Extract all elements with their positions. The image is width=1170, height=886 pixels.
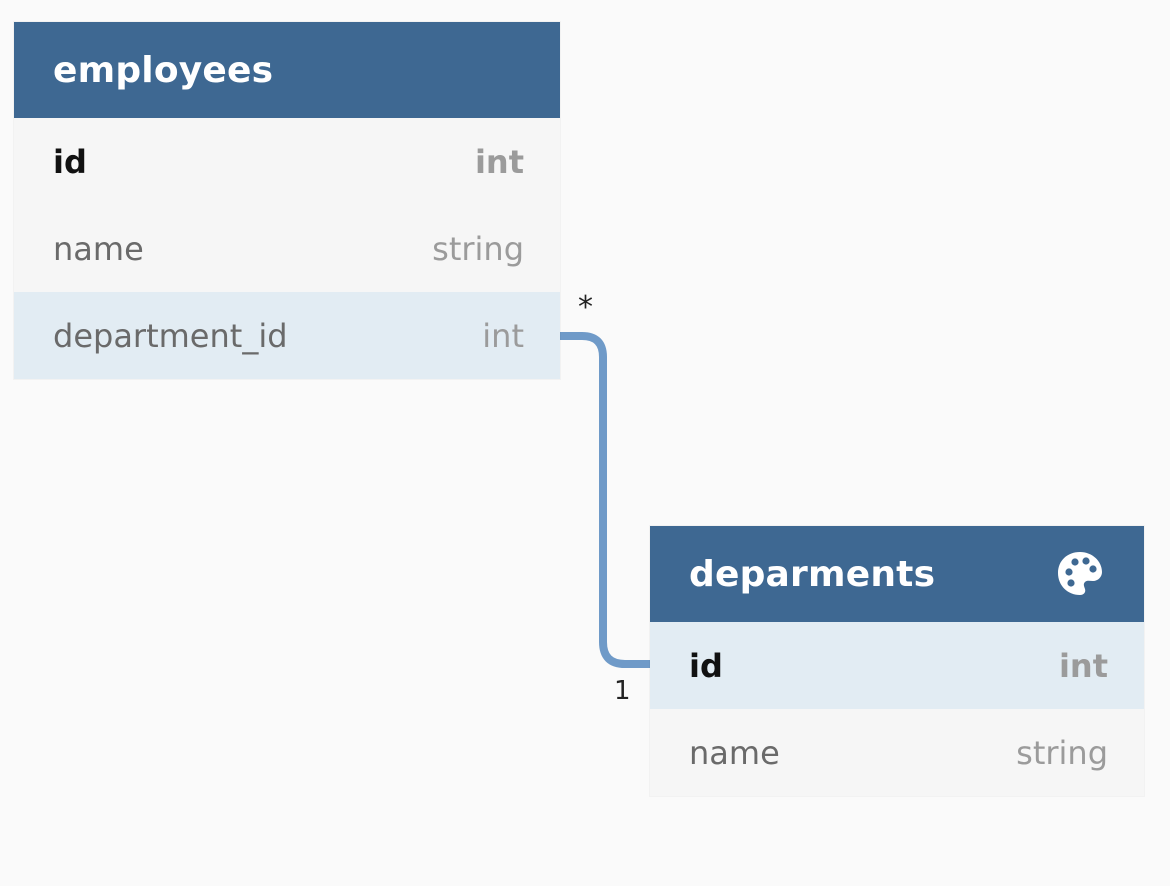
- field-name: id: [53, 142, 87, 181]
- cardinality-one: 1: [614, 676, 631, 706]
- field-row-department-id[interactable]: department_id int: [14, 292, 560, 379]
- field-type: string: [1016, 733, 1108, 772]
- field-type: string: [432, 229, 524, 268]
- table-title: employees: [53, 49, 274, 91]
- field-row-id[interactable]: id int: [14, 118, 560, 205]
- table-employees[interactable]: employees id int name string department_…: [14, 22, 560, 379]
- table-title: deparments: [689, 553, 936, 595]
- field-row-name[interactable]: name string: [650, 709, 1144, 796]
- field-type: int: [482, 316, 524, 355]
- field-name: name: [689, 733, 780, 772]
- relation-line[interactable]: [556, 332, 654, 668]
- field-row-id[interactable]: id int: [650, 622, 1144, 709]
- cardinality-many: *: [578, 290, 593, 325]
- field-name: id: [689, 646, 723, 685]
- field-row-name[interactable]: name string: [14, 205, 560, 292]
- table-header[interactable]: deparments: [650, 526, 1144, 622]
- field-name: name: [53, 229, 144, 268]
- table-header[interactable]: employees: [14, 22, 560, 118]
- field-type: int: [474, 142, 524, 181]
- field-name: department_id: [53, 316, 288, 355]
- table-deparments[interactable]: deparments id int name string: [650, 526, 1144, 796]
- field-type: int: [1058, 646, 1108, 685]
- palette-icon[interactable]: [1054, 548, 1106, 600]
